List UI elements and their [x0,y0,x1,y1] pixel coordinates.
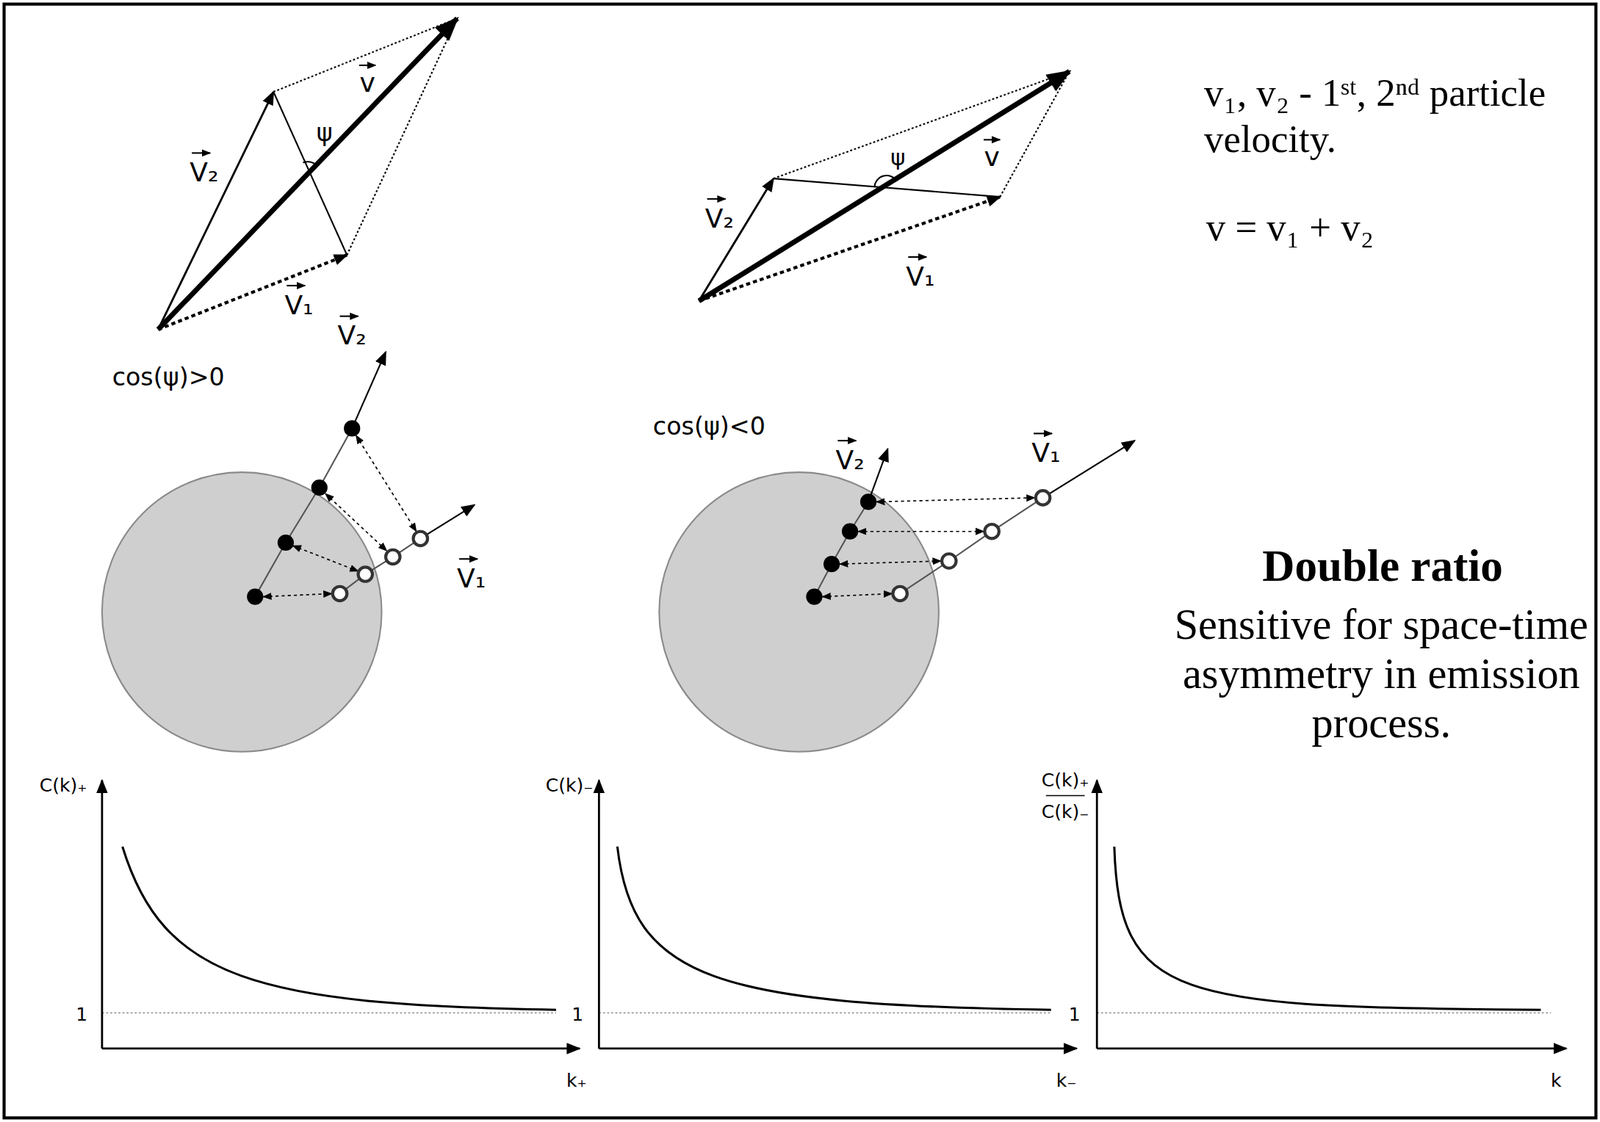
vector-accent [191,65,1052,560]
axis-label: C(k)₋ [1041,801,1090,824]
vector-label: V₂ [189,157,219,189]
condition-label: cos(ψ)>0 [112,362,225,393]
vector-label: v [359,67,375,100]
angle-label: ψ [890,144,906,172]
axis-label: k [1550,1070,1562,1093]
description: Sensitive for space-time asymmetry in em… [1167,600,1596,748]
definition-note: v₁, v₂ - 1ˢᵗ, 2ⁿᵈ particle velocity. [1204,69,1592,164]
vector-label: V₁ [456,563,486,596]
vector-label: v [983,142,1000,175]
angle-label: ψ [316,118,333,148]
axis-label: C(k)₊ [39,775,88,798]
axis-label: k₊ [566,1070,587,1093]
frame [4,4,1597,1119]
vector-label: V₁ [284,290,313,322]
tick-label: 1 [571,1004,584,1027]
vector-label: V₁ [1031,437,1061,470]
axis-label: k₋ [1056,1070,1077,1093]
condition-label: cos(ψ)<0 [653,412,766,442]
emission-source [102,351,475,753]
vector-label: V₁ [905,261,935,294]
vector-parallelogram [157,18,457,330]
vector-label: V₂ [835,445,865,477]
tick-label: 1 [75,1004,88,1027]
correlation-plot [102,780,580,1050]
formula: v = v₁ + v₂ [1206,204,1374,251]
emission-source [658,440,1135,753]
vector-parallelogram [698,71,1069,302]
correlation-plot [598,780,1077,1050]
heading: Double ratio [1262,539,1504,593]
ratio-plot [1046,780,1567,1050]
axis-label: C(k)₋ [545,775,594,798]
tick-label: 1 [1068,1004,1081,1027]
vector-label: V₂ [337,321,367,353]
axis-label: C(k)₊ [1041,769,1090,792]
vector-label: V₂ [705,203,734,236]
